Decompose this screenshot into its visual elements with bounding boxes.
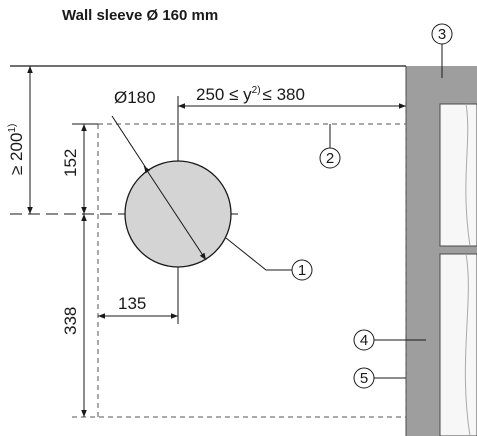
window-panel-lower [439,253,477,436]
lower-label: 338 [61,307,80,335]
diameter-arrow [143,165,207,261]
callout-5-circle [353,367,375,389]
height-min-label: ≥ 2001) [7,124,26,175]
callout-1-label: 1 [298,262,306,279]
callout-2-label: 2 [326,150,334,167]
upper-label: 152 [61,149,80,177]
callout-3-circle [431,23,453,45]
callout-1-leader [225,237,292,271]
diameter-leader [111,115,147,169]
window-panel-upper [439,103,477,247]
wall-distance-label: 250 ≤ y2)≤ 380 [196,85,305,104]
curtain-line-lower [464,253,471,436]
callout-4-label: 4 [360,332,368,349]
curtain-line-upper [465,103,471,247]
callout-1-circle [291,259,313,281]
callout-2-circle [319,147,341,169]
diameter-label: Ø180 [114,88,156,107]
side-label: 135 [118,294,146,313]
callout-5-label: 5 [360,370,368,387]
diagram-title: Wall sleeve Ø 160 mm [62,7,218,24]
callout-3-label: 3 [438,26,446,43]
wall-sleeve-circle [124,160,232,268]
callout-4-circle [353,329,375,351]
